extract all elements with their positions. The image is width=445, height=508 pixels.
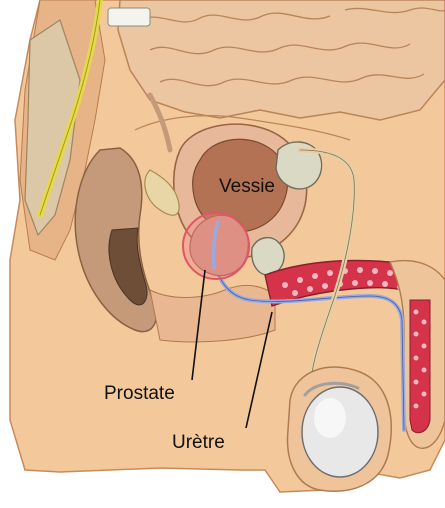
sacrum-cap	[108, 8, 150, 26]
label-bladder: Vessie	[219, 177, 275, 196]
intestines	[118, 0, 445, 120]
label-urethra: Urètre	[172, 433, 225, 452]
pubic-bone-lower	[252, 238, 284, 275]
glans-corpus	[410, 300, 430, 433]
label-prostate: Prostate	[104, 384, 175, 403]
testis-highlight	[314, 398, 346, 438]
